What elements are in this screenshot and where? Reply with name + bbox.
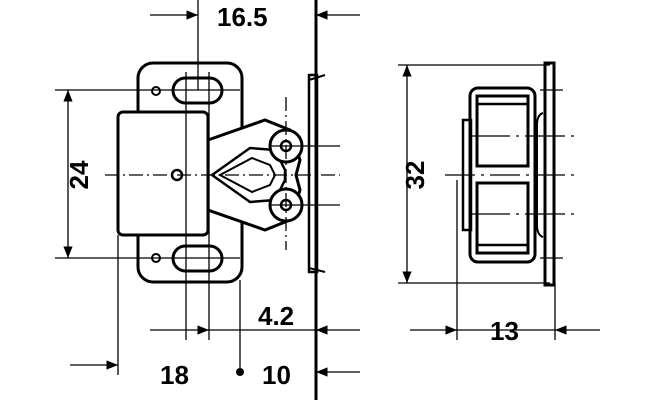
dim-13: 13 (490, 316, 519, 346)
dim-4-2: 4.2 (258, 301, 294, 331)
side-dimension-lines (398, 64, 600, 340)
dim-16-5: 16.5 (217, 2, 268, 32)
side-strike-plate (543, 61, 556, 287)
catch-body (116, 110, 210, 237)
front-view (105, 0, 340, 400)
dim-24: 24 (64, 160, 94, 189)
front-dimension-lines (55, 10, 360, 377)
dim-10: 10 (262, 360, 291, 390)
dim-32: 32 (400, 161, 430, 190)
side-view (445, 61, 575, 287)
datum-dot (236, 368, 244, 376)
strike-plate (307, 73, 319, 274)
dim-18: 18 (160, 360, 189, 390)
top-screw-hole-icon (151, 86, 161, 96)
